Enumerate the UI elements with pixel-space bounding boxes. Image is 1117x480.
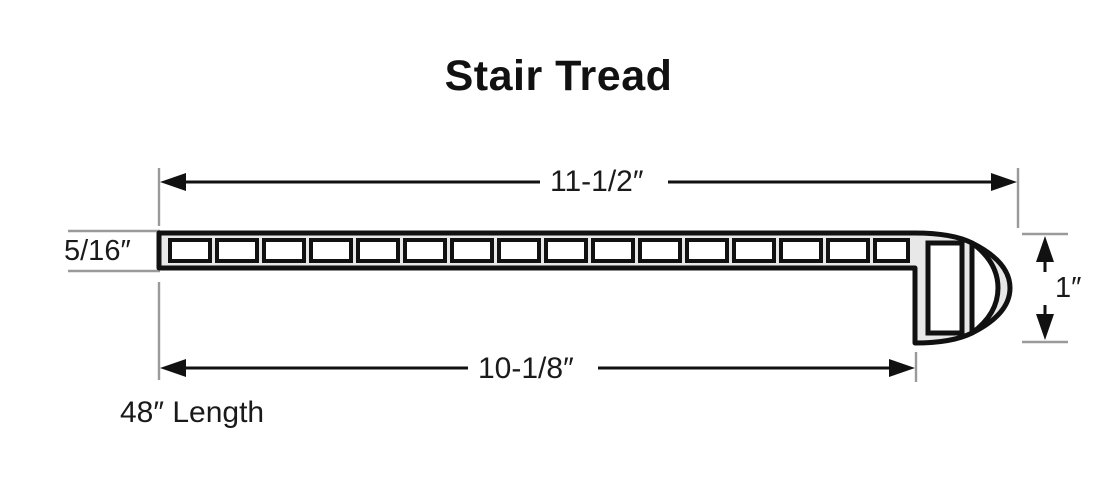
arrowhead-right-top [991,173,1017,191]
rib-cavity [309,238,353,263]
arrowhead-left-bottom [160,359,186,377]
dimension-nose-height [1036,236,1054,340]
rib-cavities [168,238,910,263]
rib-cavity [638,238,682,263]
rib-cavity [497,238,541,263]
arrowhead-top-right [1036,236,1054,262]
rib-cavity [732,238,776,263]
dimension-label-tread-depth: 10-1/8″ [468,352,584,386]
dimension-label-overall-width: 11-1/2″ [540,165,654,199]
rib-cavity [403,238,447,263]
rib-cavity [262,238,306,263]
dimension-overall-width [160,173,1017,191]
rib-cavity [356,238,400,263]
rib-cavity [450,238,494,263]
arrowhead-right-bottom [889,359,915,377]
page-title: Stair Tread [444,52,673,100]
rib-cavity [544,238,588,263]
dimension-label-thickness: 5/16″ [64,235,131,268]
rib-cavity [591,238,635,263]
nose-d-cavity [969,240,1001,336]
rib-cavity [685,238,729,263]
dimension-label-nose-height: 1″ [1055,272,1082,305]
rib-cavity [215,238,259,263]
dimension-tread-depth [160,359,915,377]
tread-profile [156,230,1013,346]
arrowhead-left-top [160,173,186,191]
rib-cavity [168,238,212,263]
rib-cavity [873,238,910,263]
length-note: 48″ Length [120,396,265,429]
extension-lines [68,168,1068,382]
nose-rectangular-cavity [925,240,965,336]
rib-cavity [779,238,823,263]
rib-cavity [826,238,870,263]
arrowhead-bottom-right [1036,314,1054,340]
dimension-lines [160,173,1054,377]
